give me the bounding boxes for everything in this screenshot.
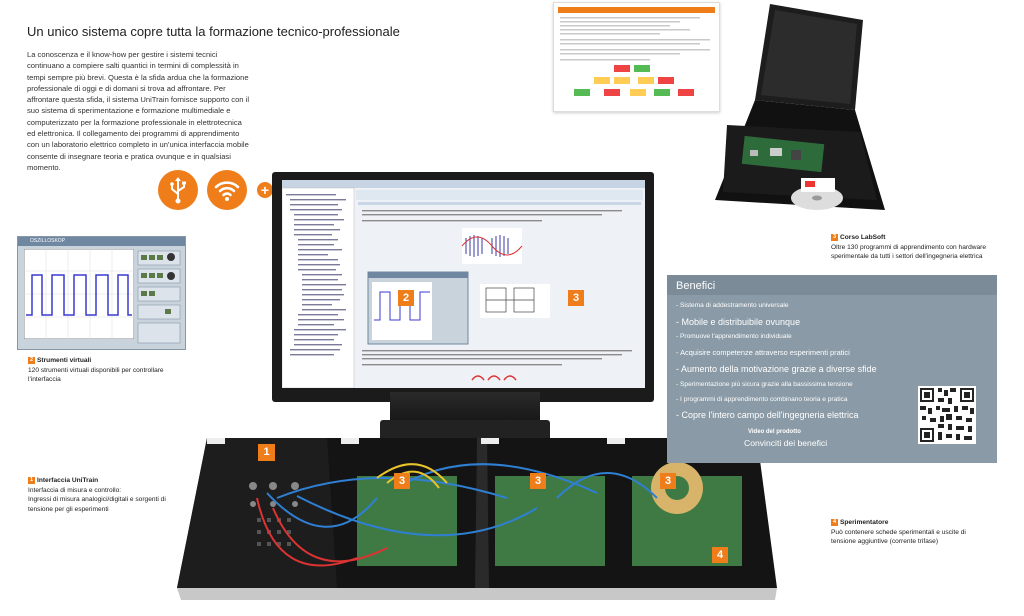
usb-icon (158, 170, 198, 210)
callout-text: tensione per gli esperimenti (28, 505, 109, 513)
osc-title: OSZILLOSKOP (18, 237, 185, 246)
plus-icon: + (257, 182, 273, 198)
callout-text: 120 strumenti virtuali disponibili per c… (28, 366, 164, 374)
marker-4: 4 (712, 547, 728, 563)
wifi-icon (207, 170, 247, 210)
labsoft-case-image (695, 0, 895, 225)
callout-text: Interfaccia di misura e controllo: (28, 486, 122, 494)
benefit-item: - Aumento della motivazione grazie a div… (676, 364, 877, 374)
callout-text: tensione aggiuntive (corrente trifase) (831, 538, 939, 545)
video-label: Video del prodotto (748, 429, 801, 435)
callout-text: sperimentale da tutti i settori dell'ing… (831, 253, 983, 260)
callout-title: Sperimentatore (840, 519, 889, 526)
page-title: Un unico sistema copre tutta la formazio… (27, 24, 400, 39)
marker-3: 3 (394, 473, 410, 489)
virtual-oscilloscope-image: OSZILLOSKOP (17, 236, 186, 350)
document-preview (553, 2, 720, 112)
marker-3: 3 (568, 290, 584, 306)
marker-3: 3 (530, 473, 546, 489)
marker-1: 1 (258, 444, 275, 461)
benefit-item: - Mobile e distribuibile ovunque (676, 317, 801, 327)
callout-number: 3 (831, 233, 838, 241)
callout-number: 4 (831, 518, 838, 526)
callout-title: Strumenti virtuali (37, 357, 92, 364)
callout-title: Corso LabSoft (840, 234, 886, 241)
callout-number: 2 (28, 356, 35, 364)
callout-text: Oltre 130 programmi di apprendimento con… (831, 243, 987, 251)
benefit-item: - Promuove l'apprendimento individuale (676, 333, 792, 340)
benefit-item: - I programmi di apprendimento combinano… (676, 396, 848, 403)
callout-text: l'interfaccia (28, 376, 61, 383)
benefit-item: - Acquisire competenze attraverso esperi… (676, 348, 850, 357)
video-title-link[interactable]: Convinciti dei benefici (744, 438, 828, 448)
callout-text: Ingressi di misura analogici/digitali e … (28, 496, 166, 503)
benefit-item: - Sperimentazione più sicura grazie alla… (676, 381, 853, 388)
benefit-item: - Copre l'intero campo dell'ingegneria e… (676, 410, 859, 420)
benefits-title: Benefici (676, 280, 716, 292)
benefits-header (667, 275, 997, 295)
unitrain-hardware-image (177, 438, 781, 600)
monitor-screen (282, 180, 645, 388)
benefit-item: - Sistema di addestramento universale (676, 302, 789, 309)
callout-title: Interfaccia UniTrain (37, 477, 99, 484)
intro-paragraph: La conoscenza e il know-how per gestire … (27, 50, 250, 172)
qr-code[interactable] (918, 386, 976, 444)
marker-2: 2 (398, 290, 414, 306)
callout-number: 1 (28, 476, 35, 484)
callout-text: Può contenere schede sperimentali e usci… (831, 528, 966, 536)
marker-3: 3 (660, 473, 676, 489)
